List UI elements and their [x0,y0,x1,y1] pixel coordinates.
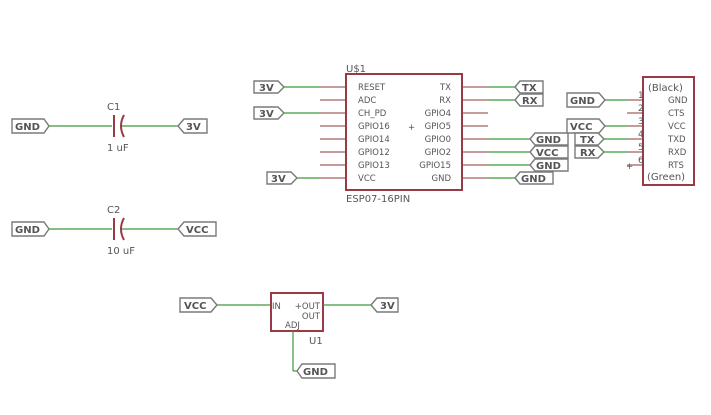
esp07-pin-tx: TX [439,83,451,93]
u1-pin-in: IN [272,302,281,312]
esp07-pin-gpio14: GPIO14 [358,135,390,145]
u1-pin-out2: OUT [302,312,321,322]
u1-ref: U1 [309,336,323,347]
c2-gnd-label[interactable]: GND [11,221,50,237]
ftdi-bottom-label: (Green) [647,172,685,183]
svg-text:GND: GND [570,96,595,107]
svg-text:TX: TX [522,83,537,94]
esp07-vcc-3v-label[interactable]: 3V [266,171,298,185]
ftdi-pin-num-1: 1 [638,91,644,101]
svg-text:GND: GND [536,161,561,172]
svg-text:GND: GND [15,225,40,236]
svg-text:TX: TX [580,135,595,146]
svg-text:GND: GND [15,122,40,133]
esp07-value: ESP07-16PIN [346,194,410,205]
svg-text:3V: 3V [259,83,274,94]
u1-regulator: VCC IN +OUT OUT ADJ U1 3V GND [179,292,399,379]
c1-gnd-label[interactable]: GND [11,118,50,134]
svg-text:GND: GND [521,174,546,185]
svg-text:GND: GND [536,135,561,146]
ftdi-pin-num-5: 5 [638,143,644,153]
svg-text:3V: 3V [259,109,274,120]
u1-pin-adj: ADJ [285,321,300,331]
ftdi-pin-vcc: VCC [668,122,686,132]
ftdi-pin-rts: RTS [668,161,684,171]
svg-text:GND: GND [303,367,328,378]
c2-value: 10 uF [107,246,135,257]
esp07-chpd-3v-label[interactable]: 3V [253,106,285,120]
svg-text:3V: 3V [380,301,395,312]
esp07-pin-chpd: CH_PD [358,109,387,119]
ftdi-pin-rxd: RXD [668,148,687,158]
esp07-pin-gpio16: GPIO16 [358,122,390,132]
esp07-gpio2-vcc-label[interactable]: VCC [529,145,569,159]
ftdi-top-label: (Black) [648,83,683,94]
ftdi-plus-mark: + [626,162,633,172]
esp07-pin-gpio4: GPIO4 [425,109,451,119]
esp07-pin-vcc: VCC [358,174,376,184]
c2-vcc-label[interactable]: VCC [177,221,217,237]
c1-3v-label[interactable]: 3V [177,118,208,134]
c1-group: GND 3V C1 1 uF [11,102,208,154]
esp07-module: U$1 ESP07-16PIN RESET ADC CH_PD GPIO16 G… [253,64,569,205]
c1-ref: C1 [107,102,120,113]
esp07-tx-label[interactable]: TX [514,80,544,94]
esp07-plus-mark: + [408,123,415,133]
ftdi-pin-num-2: 2 [638,104,644,114]
svg-text:VCC: VCC [570,122,592,133]
u1-3v-label[interactable]: 3V [370,297,399,313]
esp07-pin-gnd: GND [432,174,452,184]
esp07-ref: U$1 [346,64,366,75]
c2-group: GND VCC C2 10 uF [11,205,217,257]
ftdi-pin-num-4: 4 [638,130,644,140]
c1-plate-right [120,114,125,138]
svg-text:3V: 3V [271,174,286,185]
svg-text:VCC: VCC [184,301,206,312]
ftdi-body [642,76,695,186]
ftdi-vcc-label[interactable]: VCC [566,118,606,134]
esp07-pin-adc: ADC [358,96,376,106]
c2-ref: C2 [107,205,120,216]
esp07-rx-label[interactable]: RX [514,93,544,107]
esp07-pin-gpio12: GPIO12 [358,148,390,158]
esp07-gnd-label[interactable]: GND [514,171,554,185]
svg-text:3V: 3V [186,122,201,133]
c1-value: 1 uF [107,143,129,154]
esp07-body [345,73,463,191]
ftdi-pin-cts: CTS [668,109,685,119]
svg-text:RX: RX [522,96,538,107]
esp07-pin-reset: RESET [358,83,386,93]
svg-text:VCC: VCC [536,148,558,159]
u1-body [270,292,324,332]
esp07-pin-gpio0: GPIO0 [425,135,451,145]
ftdi-pin-num-6: 6 [638,156,644,166]
c2-plate-right [120,217,125,241]
esp07-gpio15-gnd-label[interactable]: GND [529,158,569,172]
esp07-pin-gpio15: GPIO15 [419,161,451,171]
ftdi-gnd-label[interactable]: GND [566,92,606,108]
esp07-pin-gpio2: GPIO2 [425,148,451,158]
esp07-pin-gpio5: GPIO5 [425,122,451,132]
esp07-gpio0-gnd-label[interactable]: GND [529,132,569,146]
u1-pin-out1: +OUT [295,302,321,312]
svg-text:VCC: VCC [186,225,208,236]
ftdi-pin-num-3: 3 [638,117,644,127]
esp07-pin-gpio13: GPIO13 [358,161,390,171]
ftdi-tx-label[interactable]: TX [574,132,605,146]
ftdi-rx-label[interactable]: RX [574,145,605,159]
esp07-pin-rx: RX [439,96,451,106]
ftdi-pin-txd: TXD [667,135,686,145]
esp07-reset-3v-label[interactable]: 3V [253,80,285,94]
u1-vcc-label[interactable]: VCC [179,297,218,313]
svg-text:RX: RX [580,148,596,159]
ftdi-pin-gnd: GND [668,96,688,106]
ftdi-header: (Black) (Green) 1 2 3 4 5 6 + GND CTS VC… [566,76,695,186]
u1-gnd-label[interactable]: GND [296,363,336,379]
